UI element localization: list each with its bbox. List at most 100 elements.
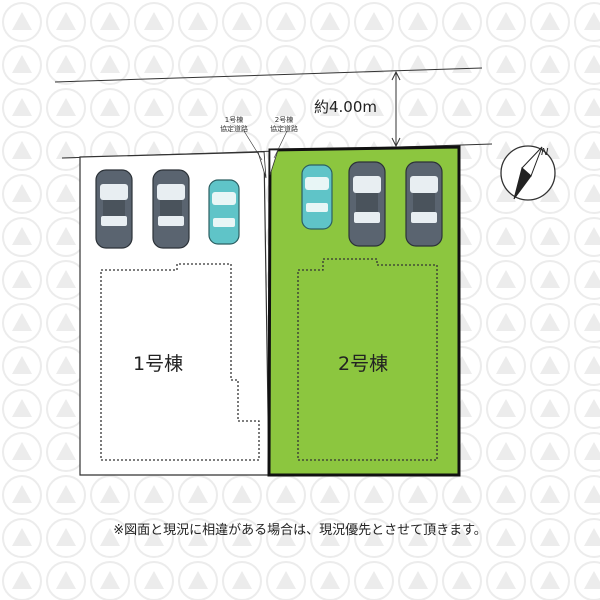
- watermark-tile: [2, 561, 42, 600]
- watermark-tile-mark: [364, 485, 384, 503]
- watermark-tile-mark: [584, 313, 600, 331]
- watermark-tile: [442, 2, 482, 42]
- watermark-tile-mark: [100, 98, 120, 116]
- watermark-tile-mark: [12, 98, 32, 116]
- watermark-tile-mark: [56, 399, 76, 417]
- watermark-tile-mark: [56, 571, 76, 589]
- watermark-tile: [398, 45, 438, 85]
- watermark-tile: [310, 45, 350, 85]
- watermark-tile-mark: [364, 98, 384, 116]
- watermark-tile-mark: [320, 528, 340, 546]
- watermark-tile-mark: [364, 55, 384, 73]
- watermark-tile-mark: [320, 12, 340, 30]
- watermark-tile-mark: [12, 270, 32, 288]
- watermark-tile-mark: [496, 270, 516, 288]
- watermark-tile: [46, 2, 86, 42]
- watermark-tile: [46, 475, 86, 515]
- watermark-tile-mark: [496, 313, 516, 331]
- watermark-tile-mark: [232, 55, 252, 73]
- dimension-arrow-top: [391, 70, 401, 81]
- watermark-tile: [46, 561, 86, 600]
- watermark-tile: [134, 561, 174, 600]
- watermark-tile: [442, 88, 482, 128]
- watermark-tile-mark: [100, 55, 120, 73]
- watermark-tile-mark: [12, 399, 32, 417]
- watermark-tile: [398, 518, 438, 558]
- watermark-tile: [178, 2, 218, 42]
- watermark-tile: [574, 389, 600, 429]
- watermark-tile: [2, 45, 42, 85]
- watermark-tile-mark: [144, 485, 164, 503]
- watermark-tile: [90, 475, 130, 515]
- watermark-tile: [574, 561, 600, 600]
- watermark-tile: [310, 561, 350, 600]
- watermark-tile: [574, 45, 600, 85]
- watermark-tile: [222, 561, 262, 600]
- watermark-tile-mark: [540, 184, 560, 202]
- watermark-tile-mark: [496, 485, 516, 503]
- watermark-tile-mark: [100, 485, 120, 503]
- watermark-tile: [178, 518, 218, 558]
- watermark-tile: [398, 88, 438, 128]
- watermark-tile-mark: [144, 55, 164, 73]
- watermark-tile-mark: [12, 12, 32, 30]
- watermark-tile-mark: [496, 571, 516, 589]
- watermark-tile: [486, 475, 526, 515]
- access-note-lot2-line2: 協定道路: [270, 125, 298, 133]
- watermark-tile-mark: [12, 55, 32, 73]
- watermark-tile-mark: [276, 12, 296, 30]
- watermark-tile-mark: [276, 55, 296, 73]
- watermark-tile-mark: [144, 528, 164, 546]
- watermark-tile: [486, 217, 526, 257]
- watermark-tile: [574, 432, 600, 472]
- watermark-tile: [2, 131, 42, 171]
- access-note-lot2: 2号棟 協定道路: [270, 116, 298, 134]
- watermark-tile-mark: [12, 442, 32, 460]
- watermark-tile-mark: [584, 442, 600, 460]
- watermark-tile: [2, 346, 42, 386]
- watermark-tile: [222, 88, 262, 128]
- watermark-tile-mark: [100, 571, 120, 589]
- watermark-tile: [134, 88, 174, 128]
- watermark-tile-mark: [540, 528, 560, 546]
- watermark-tile-mark: [540, 485, 560, 503]
- watermark-tile-mark: [496, 356, 516, 374]
- watermark-tile: [442, 561, 482, 600]
- access-note-lot2-line1: 2号棟: [274, 116, 294, 124]
- car-gray-3: [348, 161, 386, 247]
- watermark-tile-mark: [188, 485, 208, 503]
- note-leader-1: [243, 130, 263, 161]
- watermark-tile: [222, 45, 262, 85]
- watermark-tile-mark: [584, 227, 600, 245]
- watermark-tile-mark: [540, 313, 560, 331]
- watermark-tile: [574, 131, 600, 171]
- watermark-tile-mark: [452, 528, 472, 546]
- lot-1-label: 1号棟: [133, 353, 184, 375]
- watermark-tile-mark: [540, 442, 560, 460]
- watermark-tile: [442, 518, 482, 558]
- watermark-tile-mark: [584, 270, 600, 288]
- watermark-tile-mark: [56, 12, 76, 30]
- watermark-tile-mark: [12, 184, 32, 202]
- watermark-tile-mark: [12, 141, 32, 159]
- watermark-tile-mark: [584, 184, 600, 202]
- watermark-tile: [2, 88, 42, 128]
- watermark-tile-mark: [540, 55, 560, 73]
- watermark-tile-mark: [56, 227, 76, 245]
- car-teal-1: [208, 179, 240, 245]
- watermark-tile-mark: [408, 55, 428, 73]
- watermark-tile: [486, 45, 526, 85]
- car-gray-4: [405, 161, 443, 247]
- watermark-tile: [90, 2, 130, 42]
- watermark-tile: [398, 561, 438, 600]
- watermark-tile-mark: [540, 227, 560, 245]
- watermark-tile: [134, 45, 174, 85]
- watermark-tile: [310, 2, 350, 42]
- watermark-tile-mark: [496, 399, 516, 417]
- watermark-tile: [266, 561, 306, 600]
- watermark-tile-mark: [496, 184, 516, 202]
- watermark-tile: [354, 88, 394, 128]
- watermark-tile-mark: [584, 356, 600, 374]
- watermark-tile-mark: [540, 12, 560, 30]
